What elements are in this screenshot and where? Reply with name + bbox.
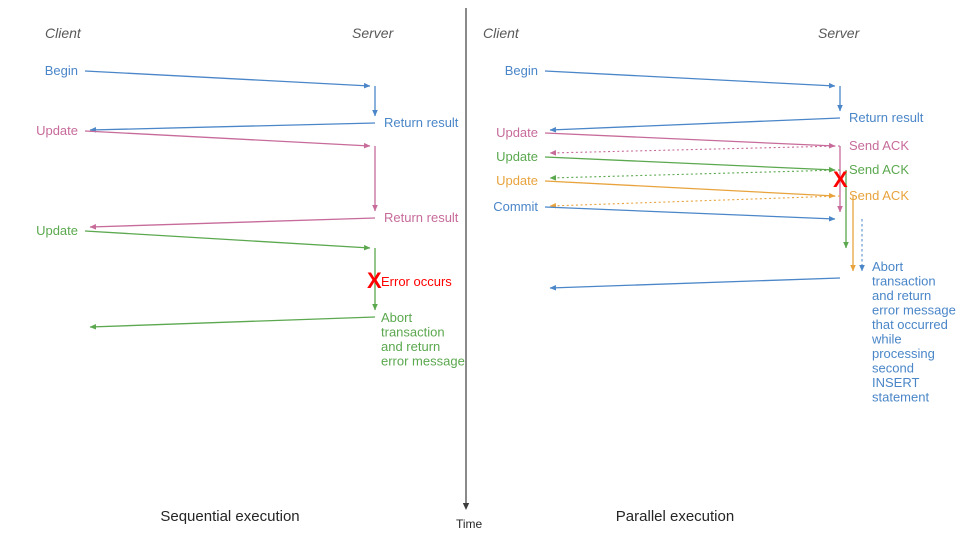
message-arrow-l-abort: [89, 316, 376, 330]
left-panel-caption: Sequential execution: [160, 508, 299, 525]
right-panel-caption: Parallel execution: [616, 508, 734, 525]
message-arrow-r-commit: [544, 206, 836, 222]
abort-note-line: transaction: [872, 274, 936, 289]
message-arrow-l-return-1: [89, 122, 376, 133]
right-client-actor-label: Client: [483, 25, 520, 41]
message-label-l-update-1: Update: [36, 123, 78, 138]
message-label-l-begin: Begin: [45, 63, 78, 78]
message-arrow-l-return-2: [89, 217, 376, 230]
abort-note-line: statement: [872, 390, 929, 405]
right-server-actor-label: Server: [818, 25, 861, 41]
time-axis-arrowhead: [462, 503, 470, 510]
message-label-r-begin: Begin: [505, 63, 538, 78]
message-label-l-return-1: Return result: [384, 115, 459, 130]
error-x-icon: X: [833, 167, 848, 192]
message-label-l-update-2: Update: [36, 223, 78, 238]
message-arrow-l-update-2: [84, 230, 371, 251]
message-label-r-update-2: Update: [496, 149, 538, 164]
left-client-actor-label: Client: [45, 25, 82, 41]
message-label-r-ack-3: Send ACK: [849, 188, 909, 203]
message-arrow-r-update-1: [544, 132, 836, 149]
message-arrow-l-update-1: [84, 130, 371, 149]
abort-note-line: second: [872, 361, 914, 376]
message-label-l-return-2: Return result: [384, 210, 459, 225]
message-label-r-commit: Commit: [493, 199, 538, 214]
message-arrow-r-ack-1: [549, 145, 841, 156]
message-label-r-ack-2: Send ACK: [849, 162, 909, 177]
error-x-icon: X: [367, 268, 382, 293]
message-arrow-r-return: [549, 117, 841, 133]
abort-note-line: while: [871, 332, 902, 347]
message-arrow-r-ack-3: [549, 195, 841, 209]
abort-note-line: error message: [872, 303, 956, 318]
abort-note-line: error message: [381, 354, 465, 369]
message-label-r-update-1: Update: [496, 125, 538, 140]
message-arrow-r-update-2: [544, 156, 836, 173]
message-label-r-update-3: Update: [496, 173, 538, 188]
message-arrow-r-begin: [544, 70, 836, 89]
message-label-r-return: Return result: [849, 110, 924, 125]
abort-note-line: transaction: [381, 325, 445, 340]
left-server-actor-label: Server: [352, 25, 395, 41]
abort-note-line: Abort: [381, 310, 412, 325]
error-occurs-label: Error occurs: [381, 274, 452, 289]
abort-note-line: INSERT: [872, 375, 919, 390]
message-arrow-r-abort: [549, 277, 841, 291]
message-arrow-r-ack-2: [549, 169, 841, 181]
abort-note-line: Abort: [872, 259, 903, 274]
time-axis-label: Time: [456, 517, 483, 531]
abort-note-line: that occurred: [872, 317, 948, 332]
abort-note-line: and return: [872, 288, 931, 303]
abort-note-line: and return: [381, 339, 440, 354]
message-arrow-l-begin: [84, 70, 371, 89]
time-axis: [462, 8, 470, 510]
abort-note-line: processing: [872, 346, 935, 361]
message-label-r-ack-1: Send ACK: [849, 138, 909, 153]
message-arrow-r-update-3: [544, 180, 836, 199]
